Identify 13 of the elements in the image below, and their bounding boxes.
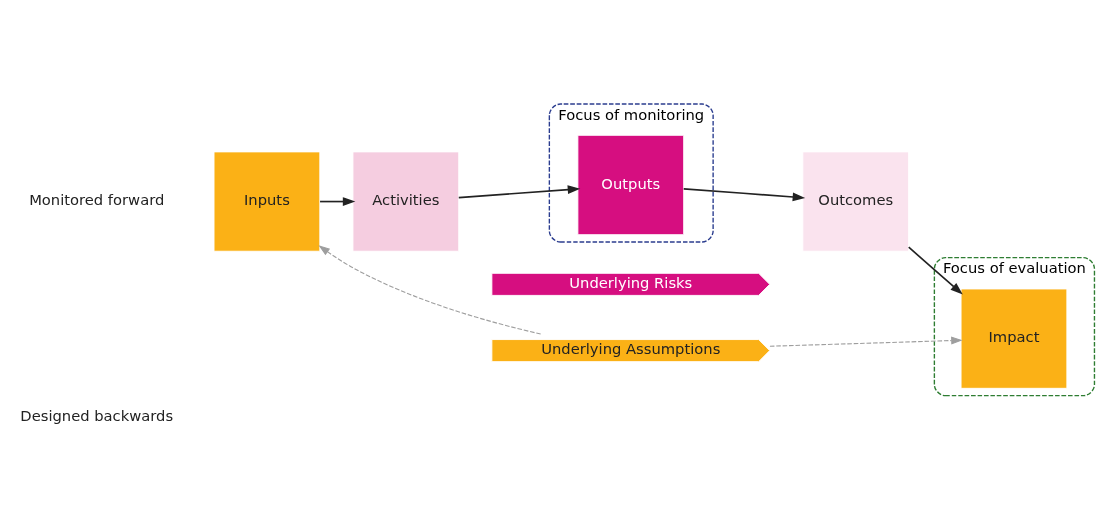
- arrow: [319, 196, 356, 206]
- node-box: Impact: [960, 288, 1068, 389]
- arrow: [318, 244, 542, 335]
- arrow: [769, 336, 963, 347]
- label: Designed backwards: [20, 406, 174, 424]
- label: Monitored forward: [29, 190, 165, 208]
- arrow: [457, 184, 581, 199]
- node-box: Outputs: [577, 134, 685, 235]
- node-box: Activities: [352, 150, 460, 252]
- arrow: [907, 245, 963, 295]
- node-box: Inputs: [213, 150, 321, 252]
- node-box: Outcomes: [802, 150, 910, 252]
- arrow: [682, 187, 806, 201]
